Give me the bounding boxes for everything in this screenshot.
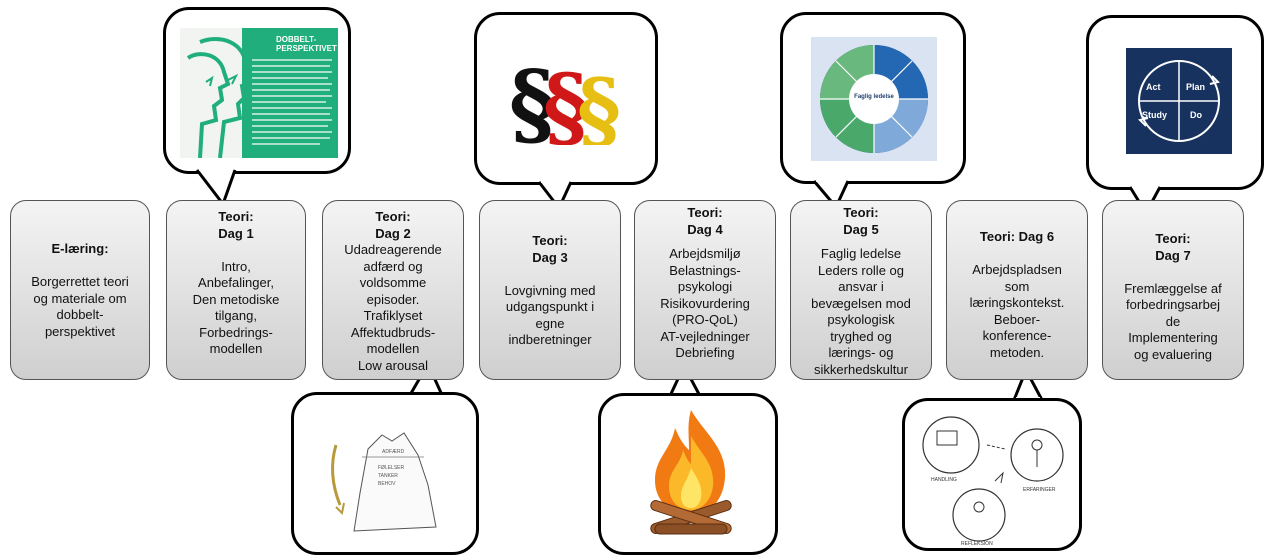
card-elaering: E-læring: Borgerrettet teori og material… [10, 200, 150, 380]
card-heading: Teori: [218, 209, 254, 224]
pdsa-plan: Plan [1186, 82, 1206, 92]
card-dag2: Teori: Dag 2 Udadreagerende adfærd og vo… [322, 200, 464, 380]
card-heading: Teori: [1155, 231, 1191, 246]
svg-text:FØLELSER: FØLELSER [378, 465, 405, 471]
svg-text:§: § [577, 60, 621, 145]
head-silhouette-icon [180, 28, 332, 158]
svg-text:§: § [509, 51, 556, 145]
card-body-line: Borgerrettet teori [31, 274, 129, 289]
dobbelt-perspektivet-bubble: DOBBELT- PERSPEKTIVET [163, 7, 351, 174]
iceberg-bubble: ADFÆRD FØLELSER TANKER BEHOV [291, 392, 479, 555]
paragraph-signs-image: § § § [509, 51, 621, 145]
svg-text:§: § [543, 54, 589, 145]
card-heading: Teori: [375, 209, 411, 224]
wheel-center-label: Faglig ledelse [854, 94, 894, 100]
svg-text:REFLEKSION: REFLEKSION [961, 541, 993, 547]
pdsa-act: Act [1146, 82, 1161, 92]
pdsa-do: Do [1190, 110, 1202, 120]
pdsa-cycle-icon [1138, 60, 1220, 142]
svg-text:ADFÆRD: ADFÆRD [382, 449, 405, 455]
pdsa-bubble: Act Plan Study Do [1086, 15, 1264, 190]
card-dag1: Teori: Dag 1 Intro, Anbefalinger, Den me… [166, 200, 306, 380]
dobbelt-title: DOBBELT- PERSPEKTIVET [276, 35, 337, 53]
card-heading: E-læring: [51, 241, 109, 256]
card-dag6: Teori: Dag 6 Arbejdspladsen som læringsk… [946, 200, 1088, 380]
svg-text:TANKER: TANKER [378, 473, 398, 479]
reflection-sketch-image: HANDLING ERFARINGER REFLEKSION [922, 416, 1064, 547]
card-dag3: Teori: Dag 3 Lovgivning med udgangspunkt… [479, 200, 621, 380]
card-heading: Teori: Dag 6 [979, 229, 1055, 244]
card-dag5: Teori: Dag 5 Faglig ledelse Leders rolle… [790, 200, 932, 380]
pdsa-study: Study [1142, 110, 1168, 120]
campfire-bubble [598, 393, 778, 555]
card-heading: Teori: [532, 233, 568, 248]
svg-text:BEHOV: BEHOV [378, 481, 396, 487]
reflection-bubble: HANDLING ERFARINGER REFLEKSION [902, 398, 1082, 551]
card-heading: Teori: [843, 205, 879, 220]
svg-text:ERFARINGER: ERFARINGER [1023, 487, 1056, 493]
iceberg-sketch-image: ADFÆRD FØLELSER TANKER BEHOV [331, 432, 437, 532]
card-dag7: Teori: Dag 7 Fremlæggelse af forbedrings… [1102, 200, 1244, 380]
paragraph-bubble: § § § [474, 12, 658, 185]
campfire-image [650, 410, 732, 535]
dobbelt-perspektivet-image: DOBBELT- PERSPEKTIVET [180, 28, 338, 158]
svg-text:HANDLING: HANDLING [931, 477, 957, 483]
card-heading: Teori: [687, 205, 723, 220]
wheel-diagram-icon [820, 45, 928, 153]
pdsa-image: Act Plan Study Do [1126, 48, 1232, 154]
faglig-ledelse-image: Faglig ledelse [811, 37, 937, 161]
faglig-ledelse-bubble: Faglig ledelse [780, 12, 966, 184]
card-dag4: Teori: Dag 4 Arbejdsmiljø Belastnings- p… [634, 200, 776, 380]
